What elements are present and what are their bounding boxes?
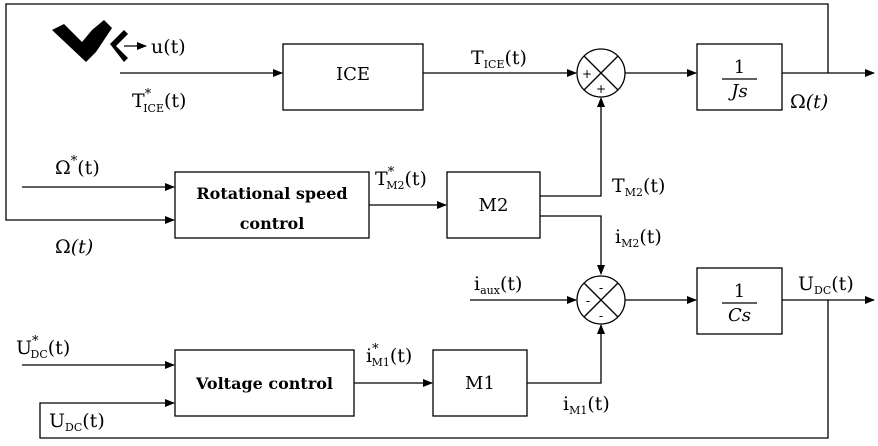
t-m2-label: TM2(t) (612, 175, 665, 199)
wire-m1-to-current-sum (527, 324, 605, 384)
omega-ref-label: Ω*(t) (55, 154, 100, 179)
accelerator-pedal-icon (52, 20, 128, 62)
t-ice-ref-label: T*ICE(t) (132, 87, 186, 115)
speed-control-label-line1: Rotational speed (196, 184, 347, 203)
omega-feedback-label: Ω(t) (55, 236, 93, 258)
torque-summing-junction[interactable]: + + (576, 48, 626, 98)
inertia-denominator: Js (727, 81, 747, 102)
m1-block-label: M1 (465, 373, 495, 394)
speed-control-block[interactable] (174, 171, 370, 239)
u-dc-output-label: UDC(t) (798, 273, 854, 297)
u-dc-ref-label: U*DC(t) (16, 334, 70, 361)
current-sum-bottom-sign: - (599, 309, 603, 323)
i-m1-ref-label: i*M1(t) (366, 342, 412, 369)
m2-block-label: M2 (479, 195, 509, 216)
capacitor-block[interactable] (696, 267, 783, 335)
i-m1-label: iM1(t) (563, 393, 610, 417)
i-aux-label: iaux(t) (474, 273, 522, 297)
t-m2-ref-label: T*M2(t) (375, 165, 427, 192)
inertia-block[interactable] (696, 43, 783, 111)
inertia-numerator: 1 (734, 57, 745, 78)
capacitor-denominator: Cs (728, 305, 751, 326)
m1-block[interactable] (432, 349, 528, 417)
u-dc-feedback-label: UDC(t) (49, 410, 105, 434)
m2-block[interactable] (446, 171, 541, 239)
wire-m2-to-torque-sum (540, 97, 605, 197)
current-sum-left-sign: - (586, 294, 590, 308)
torque-sum-left-sign: + (582, 67, 592, 81)
ice-block-label: ICE (336, 64, 370, 85)
torque-sum-bottom-sign: + (596, 82, 606, 96)
i-m2-label: iM2(t) (615, 226, 662, 250)
t-ice-label: TICE(t) (471, 47, 527, 71)
wire-m2-to-current-sum (540, 215, 605, 275)
voltage-control-block[interactable] (174, 349, 355, 417)
u-label: u(t) (151, 36, 186, 58)
capacitor-numerator: 1 (734, 281, 745, 302)
current-summing-junction[interactable]: - - - (576, 275, 626, 325)
wire-omega-feedback (5, 3, 829, 224)
voltage-control-label: Voltage control (195, 374, 333, 393)
speed-control-label-line2: control (240, 214, 305, 233)
current-sum-top-sign: - (599, 281, 603, 295)
ice-block[interactable] (282, 43, 424, 111)
wire-udc-feedback (39, 300, 829, 439)
omega-output-label: Ω(t) (790, 91, 828, 113)
